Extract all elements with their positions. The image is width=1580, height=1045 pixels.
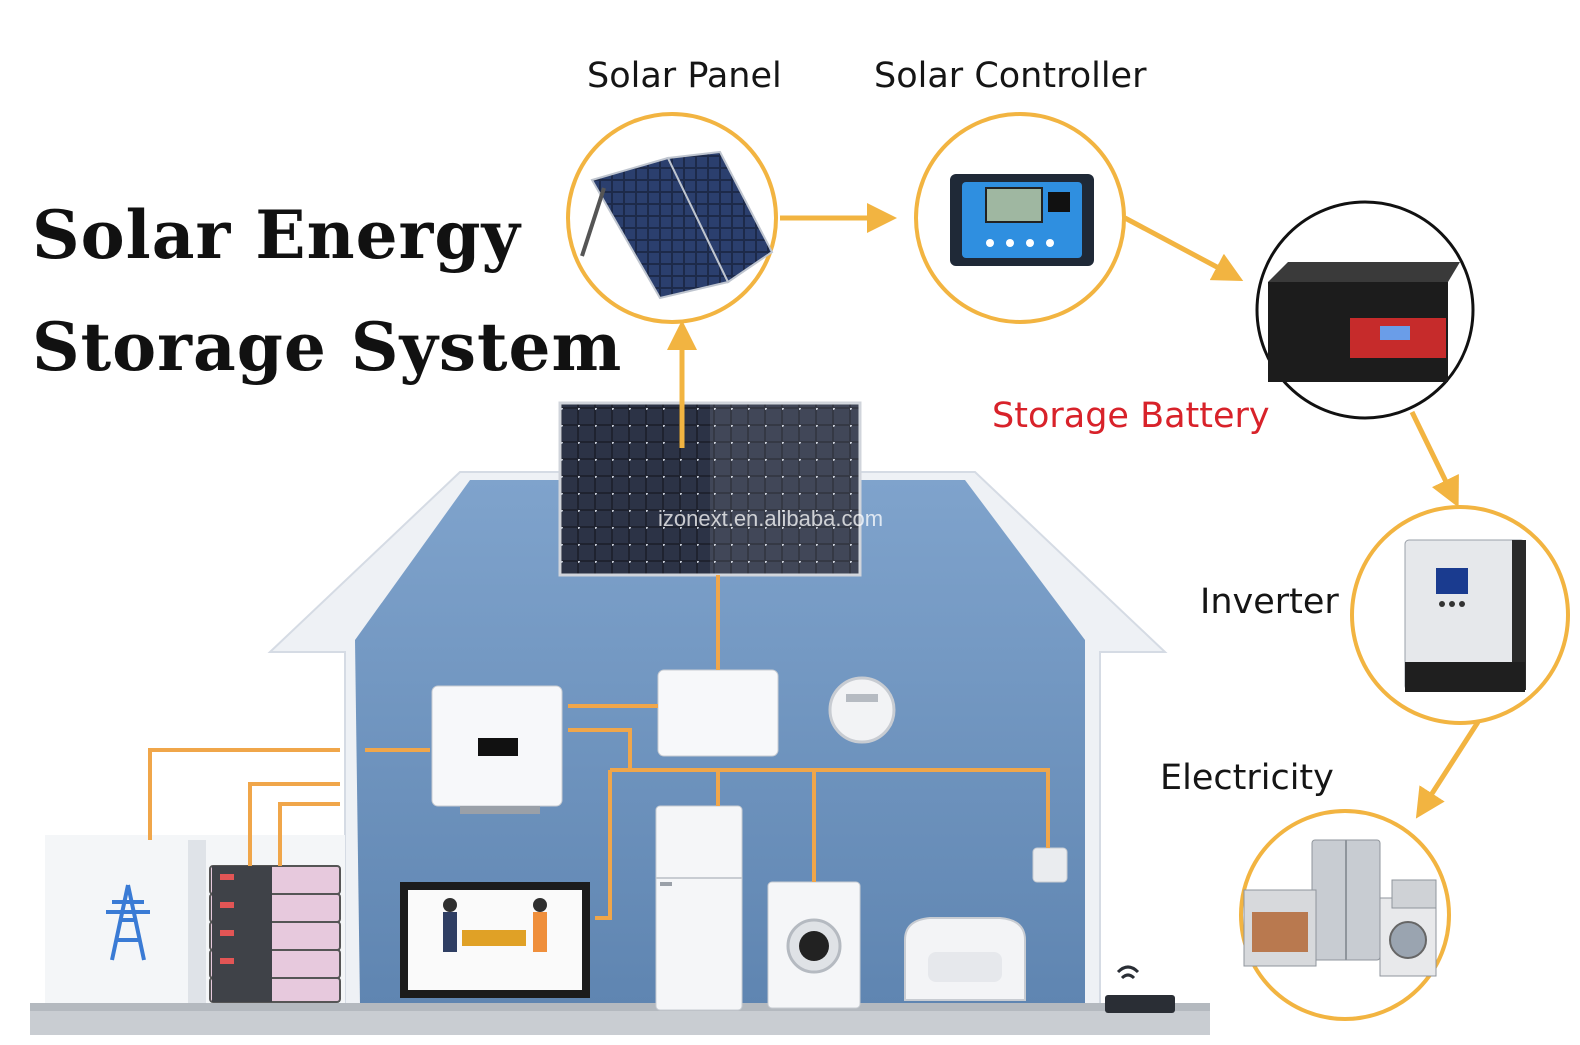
solar-panel-circle bbox=[566, 112, 778, 324]
water-heater bbox=[1032, 847, 1068, 883]
electricity-label: Electricity bbox=[1160, 758, 1334, 798]
house-inverter bbox=[431, 685, 563, 814]
electricity-circle bbox=[1239, 809, 1451, 1021]
arrow-inverter-to-electricity bbox=[1415, 720, 1481, 819]
flow-arrows bbox=[667, 203, 1481, 819]
arrow-battery-to-inverter bbox=[1409, 410, 1459, 508]
watermark: izonext.en.alibaba.com bbox=[658, 506, 884, 531]
armchair-seat bbox=[928, 952, 1002, 982]
arrow-controller-to-battery bbox=[1123, 215, 1244, 282]
title-line-1: Solar Energy bbox=[32, 196, 521, 274]
solar-controller-label: Solar Controller bbox=[874, 56, 1147, 96]
solar-panel-label: Solar Panel bbox=[587, 56, 782, 96]
storage-battery-circle bbox=[1255, 200, 1475, 420]
television bbox=[400, 882, 590, 998]
battery-stack bbox=[209, 865, 341, 1003]
inverter-circle bbox=[1350, 505, 1570, 725]
smart-meter bbox=[828, 676, 896, 744]
solar-controller-circle bbox=[914, 112, 1126, 324]
refrigerator bbox=[655, 805, 743, 1011]
wifi-router bbox=[1105, 965, 1175, 1013]
storage-battery-label: Storage Battery bbox=[992, 396, 1270, 436]
power-tower-icon bbox=[106, 884, 150, 961]
washing-machine bbox=[767, 881, 861, 1009]
house-wiring bbox=[148, 575, 1050, 920]
combiner-box bbox=[657, 669, 779, 757]
title-line-2: Storage System bbox=[32, 308, 623, 386]
inverter-label: Inverter bbox=[1200, 582, 1339, 622]
roof-solar-panel bbox=[558, 401, 862, 577]
